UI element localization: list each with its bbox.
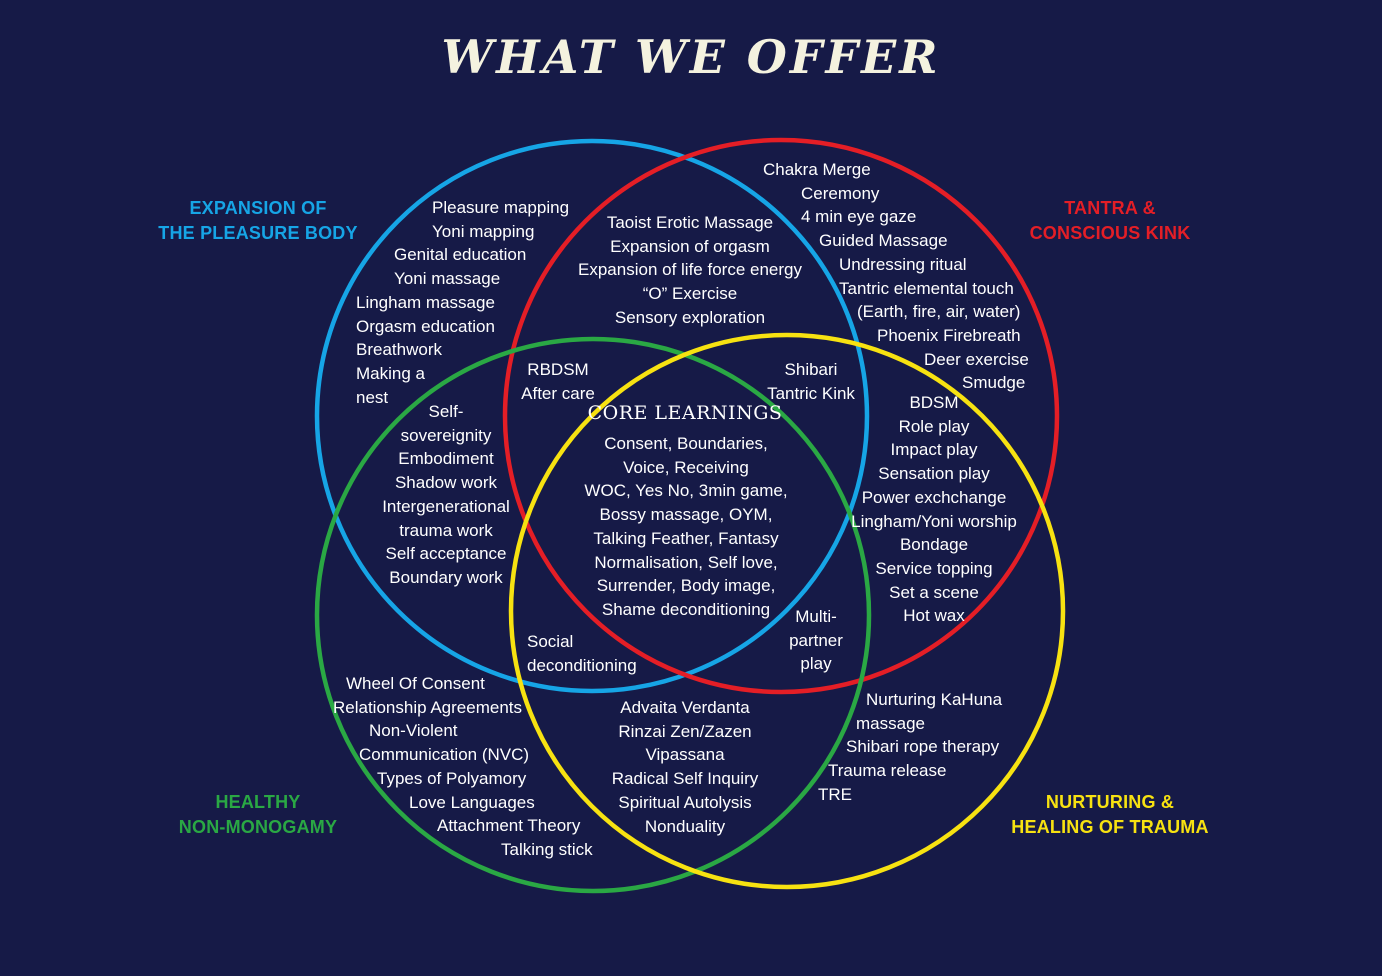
- region-line: TRE: [818, 784, 852, 804]
- region-line: Bossy massage, OYM,: [599, 505, 773, 525]
- region-line: Chakra Merge: [763, 160, 871, 179]
- region-line: Shibari rope therapy: [846, 737, 1000, 757]
- region-line: Embodiment: [398, 449, 494, 469]
- region-line: Advaita Verdanta: [620, 698, 750, 717]
- region-line: Undressing ritual: [839, 254, 967, 274]
- region-line: After care: [521, 383, 595, 403]
- region-line: Talking Feather, Fantasy: [593, 528, 779, 548]
- region-line: Self-: [428, 402, 464, 421]
- region-line: Shadow work: [394, 473, 498, 493]
- region-line: nest: [356, 387, 389, 407]
- page-title: WHAT WE OFFER: [441, 30, 941, 84]
- region-line: Relationship Agreements: [333, 697, 523, 717]
- region-line: massage: [856, 713, 925, 733]
- region-line: Social: [527, 632, 574, 651]
- region-line: Intergenerational: [382, 496, 510, 516]
- region-line: Types of Polyamory: [377, 768, 527, 788]
- region-line: Bondage: [899, 535, 969, 555]
- region-line: Non-Violent: [369, 721, 458, 741]
- green-circle: [314, 336, 872, 894]
- region-line: Shibari: [784, 360, 838, 379]
- region-line: “O” Exercise: [642, 284, 738, 304]
- region-line: Guided Massage: [819, 231, 948, 251]
- region-line: Boundary work: [389, 567, 503, 587]
- region-line: Tantric elemental touch: [839, 278, 1014, 298]
- region-line: Yoni massage: [394, 269, 501, 289]
- region-line: deconditioning: [527, 655, 637, 675]
- label-line: NURTURING &: [1045, 792, 1175, 812]
- region-line: Self acceptance: [385, 544, 507, 564]
- region-line: Taoist Erotic Massage: [606, 213, 774, 232]
- region-line: Service topping: [875, 558, 993, 578]
- region-line: Tantric Kink: [767, 383, 855, 403]
- label-line: NON-MONOGAMY: [178, 817, 338, 837]
- region-line: Power exchchange: [861, 487, 1007, 507]
- label-line: HEALING OF TRAUMA: [1011, 817, 1209, 837]
- region-line: Yoni mapping: [432, 221, 535, 241]
- region-line: Lingham massage: [356, 292, 495, 312]
- label-line: EXPANSION OF: [189, 198, 327, 218]
- region-line: Breathwork: [356, 340, 442, 360]
- region-line: Shame deconditioning: [601, 599, 771, 619]
- region-line: partner: [789, 630, 843, 650]
- region-line: Trauma release: [828, 761, 947, 781]
- region-line: Rinzai Zen/Zazen: [618, 721, 752, 741]
- region-line: Voice, Receiving: [623, 457, 749, 477]
- region-line: Communication (NVC): [359, 745, 530, 765]
- region-line: Set a scene: [889, 582, 979, 602]
- region-line: Ceremony: [801, 183, 880, 203]
- region-line: Wheel Of Consent: [346, 674, 485, 693]
- region-line: Multi-: [795, 607, 837, 626]
- red-circle: [502, 137, 1060, 695]
- region-line: Talking stick: [501, 839, 593, 859]
- label-line: TANTRA &: [1064, 198, 1156, 218]
- region-line: Orgasm education: [356, 316, 495, 336]
- label-line: HEALTHY: [215, 792, 301, 812]
- region-line: Nonduality: [644, 816, 726, 836]
- region-line: BDSM: [909, 393, 959, 412]
- region-line: Phoenix Firebreath: [877, 325, 1021, 345]
- label-healing-trauma: NURTURING & HEALING OF TRAUMA: [1005, 790, 1215, 840]
- region-line: Normalisation, Self love,: [594, 552, 778, 572]
- yellow-circle: [508, 332, 1066, 890]
- core-learnings-title: CORE LEARNINGS: [587, 402, 783, 424]
- region-line: (Earth, fire, air, water): [857, 302, 1021, 322]
- region-line: Nurturing KaHuna: [866, 690, 1003, 709]
- region-line: Attachment Theory: [437, 816, 581, 836]
- region-line: Sensory exploration: [614, 307, 766, 327]
- region-line: Expansion of orgasm: [610, 236, 770, 256]
- region-line: Consent, Boundaries,: [604, 434, 768, 453]
- region-line: WOC, Yes No, 3min game,: [584, 481, 788, 501]
- region-line: Expansion of life force energy: [578, 260, 802, 280]
- region-line: sovereignity: [400, 425, 492, 445]
- region-line: Deer exercise: [924, 349, 1029, 369]
- label-non-monogamy: HEALTHY NON-MONOGAMY: [158, 790, 358, 840]
- region-line: Surrender, Body image,: [596, 576, 776, 596]
- region-line: Making a: [356, 363, 425, 383]
- label-line: THE PLEASURE BODY: [158, 223, 358, 243]
- region-line: Love Languages: [409, 792, 535, 812]
- region-line: Smudge: [962, 373, 1026, 393]
- region-line: Role play: [898, 416, 970, 436]
- label-pleasure-body: EXPANSION OF THE PLEASURE BODY: [158, 196, 358, 246]
- region-line: play: [800, 654, 832, 674]
- blue-circle: [314, 138, 870, 694]
- region-line: Hot wax: [903, 606, 965, 626]
- region-line: RBDSM: [527, 360, 589, 379]
- region-line: Sensation play: [878, 464, 990, 484]
- region-line: Spiritual Autolysis: [618, 792, 752, 812]
- region-line: 4 min eye gaze: [801, 207, 917, 227]
- region-line: trauma work: [399, 520, 493, 540]
- region-line: Lingham/Yoni worship: [851, 511, 1017, 531]
- region-line: Radical Self Inquiry: [611, 769, 759, 789]
- region-line: Genital education: [394, 245, 527, 265]
- region-line: Impact play: [890, 440, 978, 460]
- region-line: Vipassana: [645, 745, 725, 765]
- region-line: Pleasure mapping: [432, 198, 570, 217]
- label-line: CONSCIOUS KINK: [1029, 223, 1191, 243]
- label-tantra-kink: TANTRA & CONSCIOUS KINK: [1010, 196, 1210, 246]
